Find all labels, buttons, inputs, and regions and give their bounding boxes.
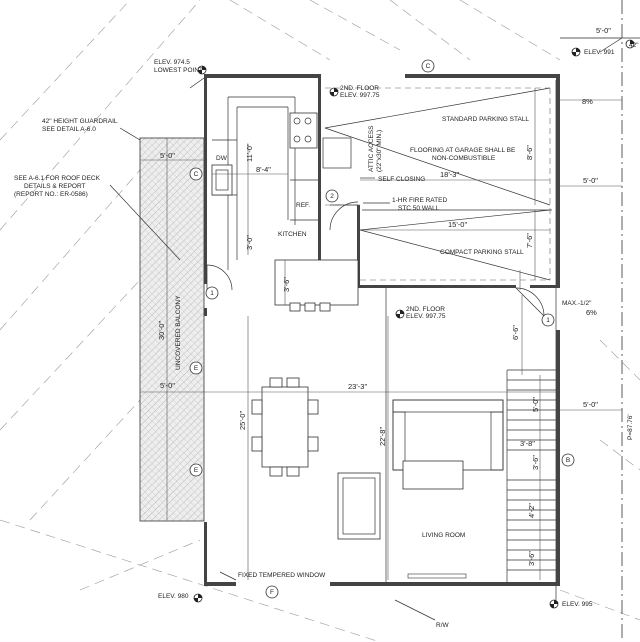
stair-treads: [507, 379, 556, 571]
balcony-label: UNCOVERED BALCONY: [175, 295, 182, 370]
svg-text:1: 1: [546, 317, 550, 324]
svg-text:B: B: [566, 457, 570, 464]
standard-stall-label: STANDARD PARKING STALL: [442, 116, 529, 123]
attic-note-2: (22"x30" MIN.): [376, 130, 383, 172]
top-right-42: 42": [629, 42, 639, 49]
guardrail-note-1: 42" HEIGHT GUARDRAIL: [42, 118, 118, 125]
elev-991: ELEV. 991: [584, 49, 615, 56]
dim-30-0: 30'-0": [157, 321, 166, 340]
exterior-walls: [204, 74, 560, 586]
max-slope-note: MAX.-1/2": [562, 300, 592, 307]
dim-8-4: 8'-4": [256, 165, 271, 174]
elev-marker-980-icon: [193, 593, 203, 603]
dim-5-0-top: 5'-0": [596, 26, 611, 35]
dim-5-0-balc-bot: 5'-0": [160, 381, 175, 390]
dim-3-6-kitchen: 3'-6": [282, 277, 291, 292]
marker-e-left2: E: [189, 463, 203, 477]
svg-text:F: F: [270, 589, 274, 596]
slope-8: 8%: [582, 97, 593, 106]
kitchen-appliances: [211, 112, 359, 312]
marker-e-left1: E: [189, 361, 203, 375]
elev-marker-top-right-icon: [625, 39, 635, 49]
dim-15-0: 15'-0": [448, 220, 467, 229]
ref-label: REF.: [296, 202, 310, 209]
elev-995: ELEV. 995: [562, 601, 593, 608]
dim-22-8: 22'-8": [378, 427, 387, 446]
leader-lines: [109, 37, 623, 621]
self-closing-note: SELF CLOSING: [378, 176, 425, 183]
dim-5-0-right1: 5'-0": [583, 176, 598, 185]
roofdeck-note-2: DETAILS & REPORT: [24, 183, 86, 190]
door-swings: [206, 201, 545, 579]
dim-23-3: 23'-3": [348, 382, 367, 391]
marker-f-bottom: F: [265, 585, 279, 599]
rw-label: R/W: [436, 622, 450, 629]
guardrail-note-2: SEE DETAIL A-6.0: [42, 126, 96, 133]
dim-3-8: 3'-8": [520, 439, 535, 448]
svg-text:C: C: [426, 63, 431, 70]
second-floor-mid-elev: ELEV. 997.75: [406, 313, 446, 320]
door-tag-1: 1: [205, 286, 219, 300]
dim-3-6-b: 3'-6": [527, 551, 536, 566]
door-tag-1b: 1: [541, 313, 555, 327]
svg-text:C: C: [194, 171, 199, 178]
flooring-note-1: FLOORING AT GARAGE SHALL BE: [410, 147, 516, 154]
dw-label: DW: [216, 155, 228, 162]
balcony-deck: [139, 137, 205, 522]
second-floor-top: 2ND. FLOOR: [340, 85, 379, 92]
dim-11-0: 11'-0": [245, 143, 254, 162]
roofdeck-note-3: (REPORT NO.: ER-0586): [14, 191, 88, 198]
compact-stall-label: COMPACT PARKING STALL: [440, 249, 524, 256]
elev-980: ELEV. 980: [158, 593, 189, 600]
svg-text:E: E: [194, 365, 199, 372]
flooring-note-2: NON-COMBUSTIBLE: [432, 155, 496, 162]
elev-lowest: ELEV. 974.5: [154, 59, 190, 66]
marker-c-top: C: [421, 59, 435, 73]
dim-18-3: 18'-3": [440, 170, 459, 179]
elev-marker-2nd-top-icon: [329, 87, 339, 97]
parking-stall-lines: [322, 87, 552, 281]
elevation-markers: [193, 39, 635, 609]
attic-note-1: ATTIC ACCESS: [368, 125, 375, 172]
marker-c-left: C: [189, 167, 203, 181]
dim-4-2: 4'-2": [527, 503, 536, 518]
marker-b-right: B: [561, 453, 575, 467]
dining-set: [251, 377, 319, 477]
lowest-point-label: LOWEST POINT: [154, 67, 203, 74]
roofdeck-note-1: SEE A-6.1 FOR ROOF DECK: [14, 175, 101, 182]
elev-marker-995-icon: [549, 599, 559, 609]
second-floor-top-elev: ELEV. 997.75: [340, 92, 380, 99]
kitchen-label: KITCHEN: [278, 231, 307, 238]
dimension-lines: [140, 37, 622, 580]
svg-text:E: E: [194, 467, 199, 474]
svg-text:2: 2: [330, 193, 334, 200]
elev-marker-lowest-icon: [197, 65, 207, 75]
fire-wall-note-2: STC 50 WALL: [398, 205, 440, 212]
slope-6: 6%: [586, 308, 597, 317]
fixed-window-note: FIXED TEMPERED WINDOW: [238, 572, 326, 579]
living-room-label: LIVING ROOM: [422, 532, 465, 539]
fire-wall-note-1: 1-HR FIRE RATED: [392, 197, 447, 204]
elev-marker-2nd-mid-icon: [395, 309, 405, 319]
second-floor-mid: 2ND. FLOOR: [406, 306, 445, 313]
dim-3-6-a: 3'-6": [531, 455, 540, 470]
elev-marker-991-icon: [571, 47, 581, 57]
door-tag-2: 2: [325, 189, 339, 203]
dim-5-0-right2: 5'-0": [583, 400, 598, 409]
dim-8-6: 8'-6": [525, 145, 534, 160]
dim-3-0: 3'-0": [245, 235, 254, 250]
dim-6-6: 6'-6": [511, 325, 520, 340]
dim-25-0: 25'-0": [238, 411, 247, 430]
dim-5-0-stair: 5'-0": [531, 397, 540, 412]
dim-7-6: 7'-6": [525, 233, 534, 248]
living-furniture: [337, 399, 504, 540]
interior-lines: [212, 96, 556, 582]
svg-text:1: 1: [210, 290, 214, 297]
dim-5-0-balc-top: 5'-0": [160, 151, 175, 160]
property-line-label: P=87.76': [627, 414, 634, 440]
detail-markers: C C E E B F 1 2: [189, 59, 575, 599]
